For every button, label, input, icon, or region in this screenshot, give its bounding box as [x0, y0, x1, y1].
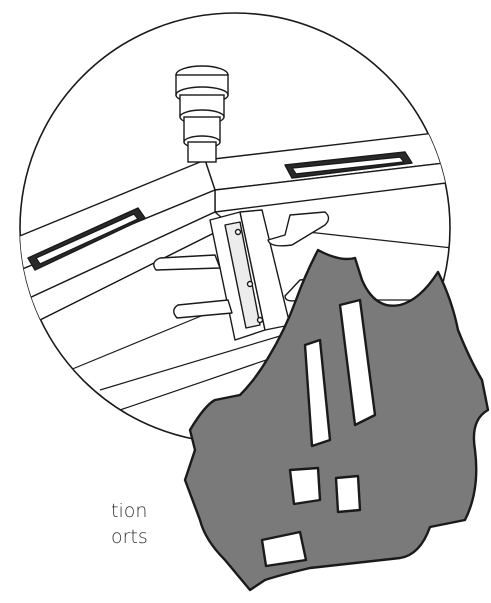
- marker-light-icon: [27, 151, 413, 271]
- mounting-plate: [209, 209, 291, 341]
- hook-bracket-icon: [153, 211, 330, 319]
- caption-line-2: orts: [111, 526, 148, 548]
- pump-cylinder-icon: [175, 65, 229, 163]
- life-vest-icon: [183, 248, 490, 592]
- detail-scene: [20, 65, 450, 411]
- caption-line-1: tion: [111, 500, 147, 522]
